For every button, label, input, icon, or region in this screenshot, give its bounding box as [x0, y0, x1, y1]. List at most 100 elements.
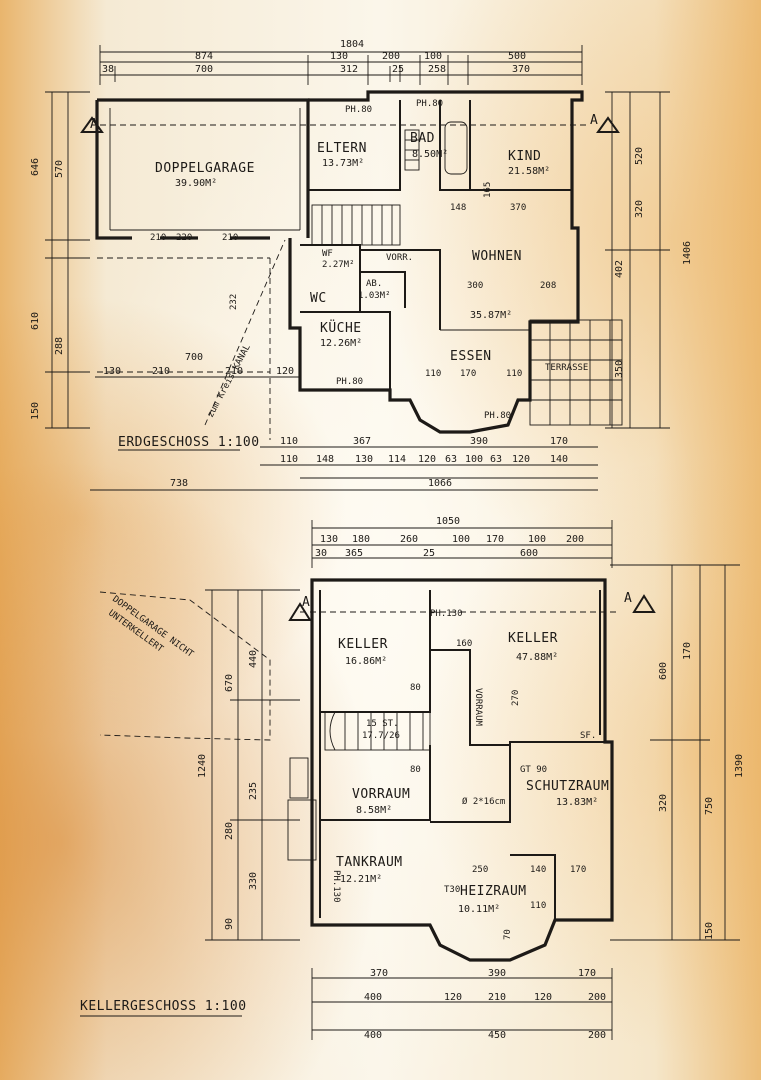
dim-208: 208: [540, 281, 556, 291]
dim-b-365: 365: [345, 548, 363, 559]
dim-110-b: 110: [280, 436, 298, 447]
dim-110-b2: 110: [280, 454, 298, 465]
label-pipes: Ø 2*16cm: [462, 796, 505, 807]
dim-210-gar: 210: [150, 233, 166, 243]
basement-plan: 1050 130 180 260 100 170 100 200 30 365 …: [80, 516, 745, 1041]
dim-738: 738: [170, 478, 188, 489]
dim-500: 500: [508, 51, 526, 62]
dim-b-70: 70: [503, 929, 513, 940]
eltern-walls: [308, 100, 401, 191]
keller2-walls: [430, 649, 605, 746]
dim-b-260: 260: [400, 534, 418, 545]
area-wf: 2.27M²: [322, 260, 355, 270]
dim-b-160: 160: [456, 639, 472, 649]
label-sf: SF.: [580, 731, 596, 741]
area-vorraum: 8.58M²: [356, 805, 392, 816]
dim-total-width: 1804: [340, 39, 364, 50]
bath-kind-walls: [439, 100, 572, 191]
dim-ph80-bad: PH.80: [416, 99, 443, 109]
area-heizraum: 10.11M²: [458, 904, 500, 915]
dim-b-170: 170: [486, 534, 504, 545]
dim-130: 130: [330, 51, 348, 62]
dim-300-wohnen: 300: [467, 281, 483, 291]
area-keller-1: 16.86M²: [345, 656, 387, 667]
area-keller-2: 47.88M²: [516, 652, 558, 663]
dim-874: 874: [195, 51, 213, 62]
area-schutzraum: 13.83M²: [556, 797, 598, 808]
dim-b-90: 90: [224, 918, 235, 930]
room-keller-1: KELLER: [338, 637, 388, 652]
label-kanal: zum Kreis-KANAL: [206, 343, 253, 419]
room-ab: AB.: [366, 279, 382, 289]
dim-b-80: 80: [410, 683, 421, 693]
dim-b-250: 250: [472, 865, 488, 875]
dim-63-b: 63: [490, 454, 502, 465]
room-eltern: ELTERN: [317, 141, 367, 156]
area-eltern: 13.73M²: [322, 158, 364, 169]
dim-130-b: 130: [103, 366, 121, 377]
ground-stairs: [311, 204, 401, 246]
dim-170-essen: 170: [460, 369, 476, 379]
label-ph130-tank: PH.130: [331, 870, 341, 903]
dim-b-170-in: 170: [570, 865, 586, 875]
boiler-walls: [430, 745, 511, 823]
section-mark-left: A: [90, 117, 98, 132]
dim-520: 520: [634, 147, 645, 165]
dim-148-b: 148: [316, 454, 334, 465]
dim-b-200: 200: [566, 534, 584, 545]
section-mark-b-right: A: [624, 591, 632, 606]
dim-b-100b: 100: [528, 534, 546, 545]
dim-b-330: 330: [248, 872, 259, 890]
dim-1066: 1066: [428, 478, 452, 489]
label-gt90: GT 90: [520, 765, 547, 775]
dim-b-400: 400: [364, 992, 382, 1003]
area-bad: 8.50M²: [412, 149, 448, 160]
label-stairs: 15 ST.: [366, 719, 399, 729]
dim-370: 370: [512, 64, 530, 75]
basement-stairs: [324, 711, 431, 751]
dim-b-600: 600: [520, 548, 538, 559]
dim-700-bottom: 700: [185, 352, 203, 363]
dim-b-270: 270: [511, 690, 521, 706]
area-doppelgarage: 39.90M²: [175, 178, 217, 189]
dim-63-a: 63: [445, 454, 457, 465]
dim-b-235: 235: [248, 782, 259, 800]
dim-b-120: 120: [444, 992, 462, 1003]
vorraum-walls-b: [320, 745, 431, 821]
dim-b-120b: 120: [534, 992, 552, 1003]
dim-b-170-bot: 170: [578, 968, 596, 979]
dim-646: 646: [30, 158, 41, 176]
dim-b-1050: 1050: [436, 516, 460, 527]
heiz-walls: [510, 854, 556, 920]
vorraum-walls: [360, 249, 441, 330]
dim-b-25: 25: [423, 548, 435, 559]
dim-350: 350: [614, 360, 625, 378]
room-vorraum-vertical: VORRAUM: [473, 688, 483, 727]
dim-b-600-r: 600: [658, 662, 669, 680]
dim-210-gar2: 210: [222, 233, 238, 243]
dim-1406: 1406: [682, 241, 693, 265]
dim-402: 402: [614, 260, 625, 278]
room-tankraum: TANKRAUM: [336, 855, 403, 870]
dim-b-200-bot: 200: [588, 992, 606, 1003]
dim-b-100: 100: [452, 534, 470, 545]
dim-ph80-essen: PH.80: [484, 411, 511, 421]
dim-b-280: 280: [224, 822, 235, 840]
dim-b-750: 750: [704, 797, 715, 815]
dim-b-1240: 1240: [197, 754, 208, 778]
kitchen-walls: [310, 311, 391, 390]
ab-walls: [360, 271, 406, 308]
dim-165: 165: [483, 182, 493, 198]
dim-b-130: 130: [320, 534, 338, 545]
dim-110-essen-l: 110: [425, 369, 441, 379]
dim-320: 320: [634, 200, 645, 218]
area-kind: 21.58M²: [508, 166, 550, 177]
dim-148: 148: [450, 203, 466, 213]
dim-b-450: 450: [488, 1030, 506, 1041]
dim-38: 38: [102, 64, 114, 75]
room-essen: ESSEN: [450, 349, 492, 364]
dim-258: 258: [428, 64, 446, 75]
room-heizraum: HEIZRAUM: [460, 884, 527, 899]
room-wc: WC: [310, 291, 327, 306]
